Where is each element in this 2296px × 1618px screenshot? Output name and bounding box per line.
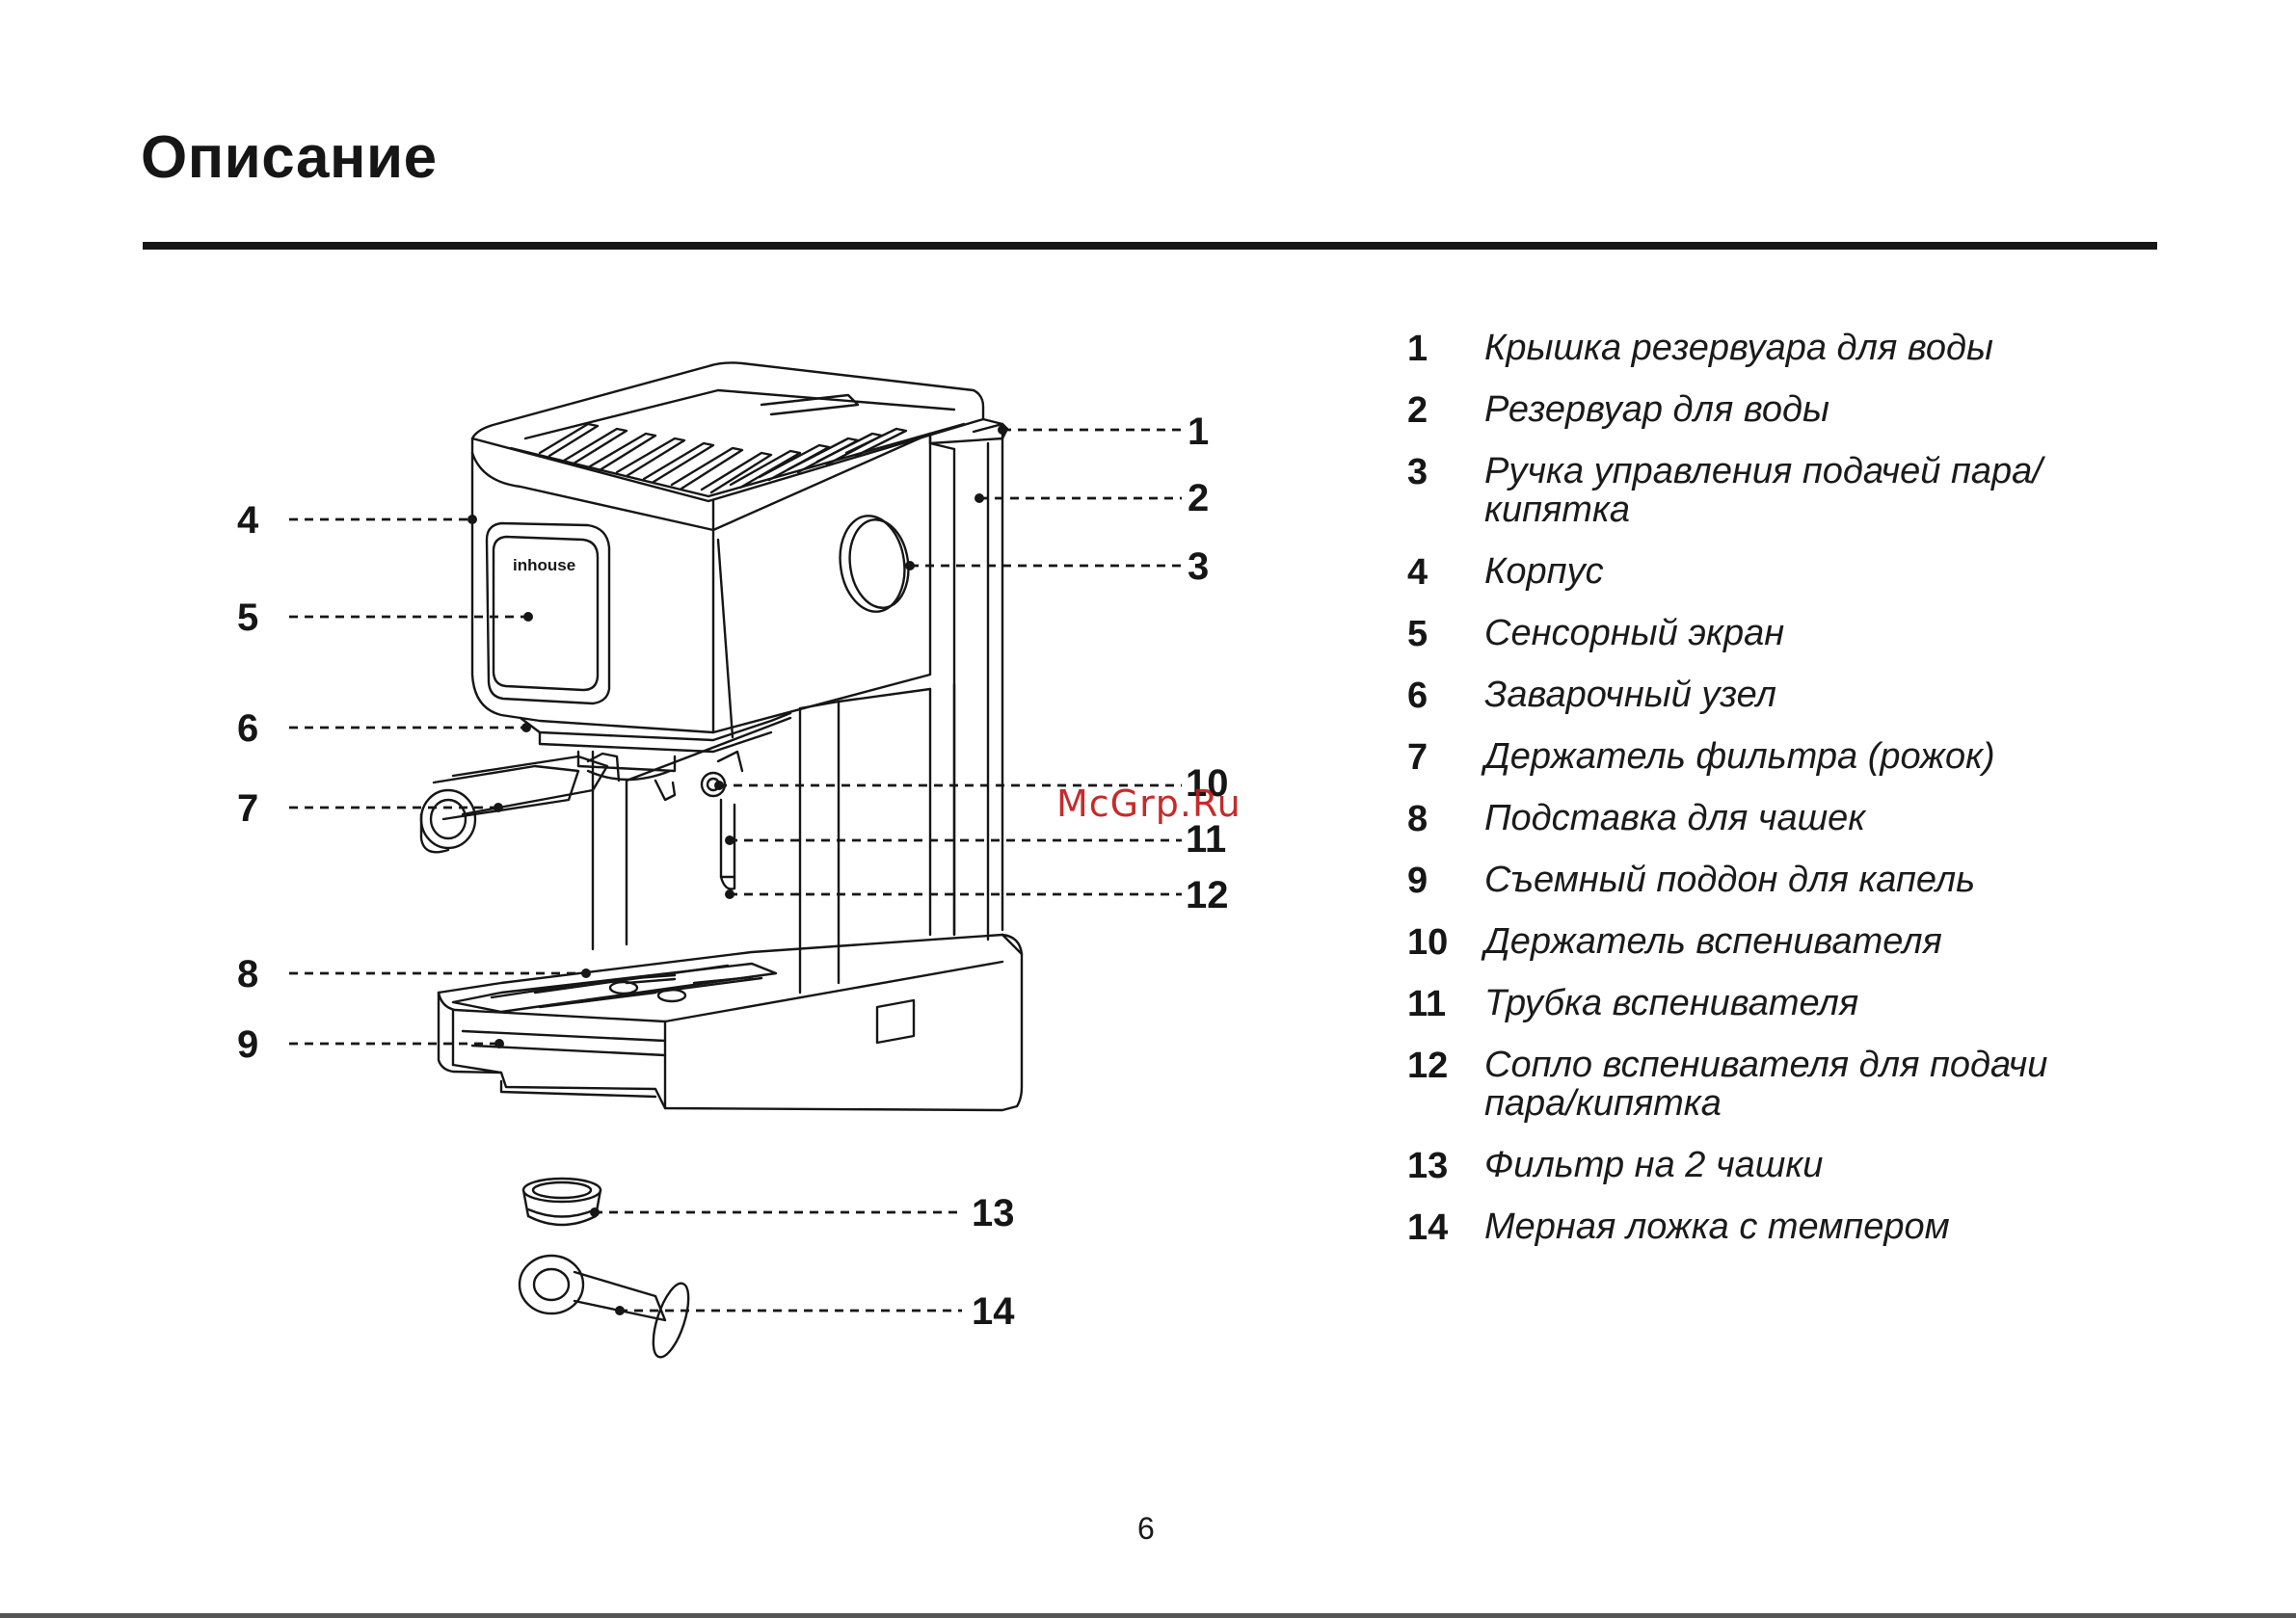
legend-item-14: 14 Мерная ложка с темпером — [1407, 1207, 1950, 1248]
brand-logo: inhouse — [513, 556, 575, 574]
legend-number: 5 — [1407, 614, 1428, 654]
legend-number: 2 — [1407, 390, 1428, 431]
legend-item-1: 1 Крышка резервуара для воды — [1407, 329, 1993, 369]
callout-dots — [467, 425, 1007, 1315]
legend-label: Сенсорный экран — [1484, 613, 1785, 653]
title-divider — [143, 242, 2157, 250]
callout-3: 3 — [1188, 545, 1209, 588]
legend-number: 13 — [1407, 1146, 1449, 1186]
legend-number: 4 — [1407, 552, 1428, 593]
legend-item-13: 13 Фильтр на 2 чашки — [1407, 1146, 1823, 1186]
legend-number: 3 — [1407, 452, 1428, 492]
callout-1: 1 — [1188, 411, 1209, 453]
callout-2: 2 — [1188, 477, 1209, 519]
callout-4: 4 — [237, 499, 259, 542]
legend-number: 12 — [1407, 1046, 1449, 1086]
legend-number: 6 — [1407, 676, 1428, 716]
legend-number: 8 — [1407, 799, 1428, 839]
portafilter — [419, 752, 677, 854]
legend-number: 10 — [1407, 922, 1449, 963]
callout-7: 7 — [237, 787, 258, 830]
callout-numbers: 1 2 3 4 5 6 7 8 9 10 11 12 13 14 — [237, 411, 1229, 1333]
legend-item-3: 3 Ручка управления подачей пара/ кипятка — [1407, 452, 2042, 529]
callout-11: 11 — [1186, 818, 1226, 861]
legend-item-2: 2 Резервуар для воды — [1407, 390, 1829, 431]
brew-group — [519, 711, 792, 782]
legend-item-12: 12 Сопло вспенивателя для подачи пара/ки… — [1407, 1046, 2047, 1123]
legend-item-9: 9 Съемный поддон для капель — [1407, 861, 1975, 901]
legend-label: Крышка резервуара для воды — [1484, 328, 1993, 368]
legend-label: Трубка вспенивателя — [1484, 983, 1859, 1023]
top-lid — [470, 361, 985, 532]
legend-item-7: 7 Держатель фильтра (рожок) — [1407, 737, 1995, 778]
legend-item-4: 4 Корпус — [1407, 552, 1604, 593]
legend-label: Фильтр на 2 чашки — [1484, 1145, 1824, 1185]
legend-label: Корпус — [1484, 551, 1604, 592]
machine-column — [591, 682, 956, 995]
legend-item-10: 10 Держатель вспенивателя — [1407, 922, 1942, 963]
cup-stand — [490, 964, 763, 1009]
touch-screen — [485, 521, 611, 705]
steam-knob — [839, 515, 910, 613]
drip-tray — [451, 962, 778, 1099]
callout-14: 14 — [972, 1290, 1015, 1333]
legend-item-11: 11 Трубка вспенивателя — [1407, 984, 1858, 1024]
water-tank — [928, 417, 1009, 942]
callout-5: 5 — [237, 597, 258, 639]
legend-label: Заварочный узел — [1484, 675, 1776, 715]
watermark: McGrp.Ru — [1056, 782, 1241, 825]
machine-base — [437, 933, 1024, 1112]
callout-6: 6 — [237, 707, 258, 750]
legend-label: Держатель вспенивателя — [1484, 921, 1942, 962]
page-title: Описание — [141, 124, 438, 191]
legend-number: 11 — [1407, 984, 1447, 1024]
legend-label: Резервуар для воды — [1484, 389, 1829, 430]
page-number: 6 — [1137, 1511, 1155, 1546]
steam-wand — [700, 750, 744, 890]
measuring-spoon — [518, 1254, 690, 1359]
legend-number: 1 — [1407, 329, 1428, 369]
bottom-border — [0, 1613, 2296, 1618]
legend-label: Сопло вспенивателя для подачи пара/кипят… — [1484, 1045, 2048, 1124]
legend-item-8: 8 Подставка для чашек — [1407, 799, 1865, 839]
legend-label: Мерная ложка с темпером — [1484, 1207, 1950, 1247]
callout-9: 9 — [237, 1023, 258, 1066]
legend-label: Держатель фильтра (рожок) — [1484, 736, 1995, 777]
legend-label: Съемный поддон для капель — [1484, 860, 1976, 900]
double-cup-filter — [521, 1177, 602, 1227]
legend-number: 9 — [1407, 861, 1428, 901]
legend-number: 7 — [1407, 737, 1428, 778]
callout-10: 10 — [1186, 762, 1229, 805]
legend-item-5: 5 Сенсорный экран — [1407, 614, 1784, 654]
legend-label: Ручка управления подачей пара/ кипятка — [1484, 451, 2042, 530]
legend-item-6: 6 Заварочный узел — [1407, 676, 1776, 716]
legend-number: 14 — [1407, 1207, 1449, 1248]
callout-lines — [289, 428, 1182, 1313]
legend-label: Подставка для чашек — [1484, 798, 1866, 838]
callout-8: 8 — [237, 953, 258, 995]
machine-body — [470, 432, 932, 739]
callout-12: 12 — [1186, 874, 1229, 916]
callout-13: 13 — [972, 1192, 1015, 1234]
